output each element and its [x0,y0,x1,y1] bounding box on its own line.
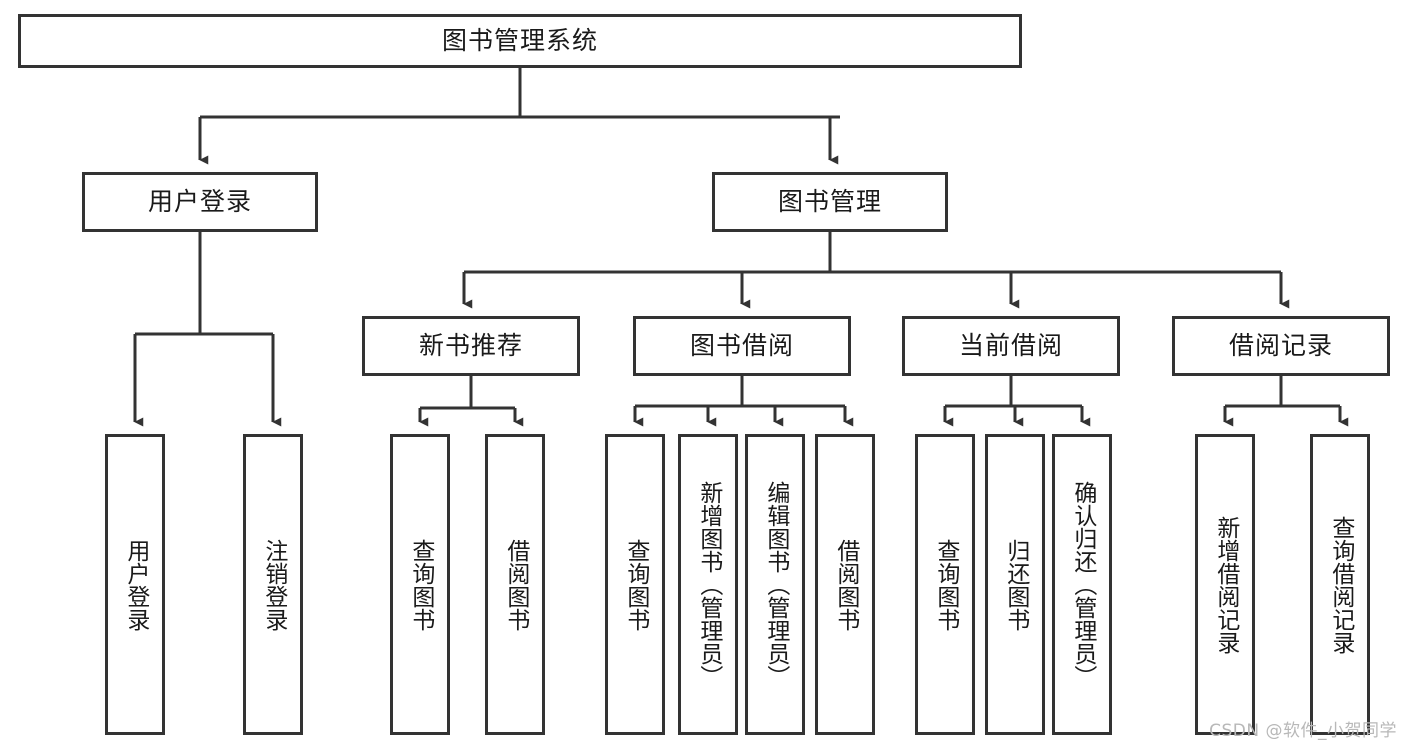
leaf-label: 查询借阅记录 [1327,515,1354,654]
edges [133,68,1349,427]
leaf-label: 查询图书 [407,538,434,631]
node-leaf-borrow-book-rec[interactable]: 借阅图书 [485,434,545,735]
leaf-label: 编辑图书（管理员） [762,481,789,688]
node-leaf-add-record[interactable]: 新增借阅记录 [1195,434,1255,735]
leaf-label: 注销登录 [260,538,287,631]
node-leaf-query-book-cur[interactable]: 查询图书 [915,434,975,735]
leaf-label: 用户登录 [122,538,149,631]
node-book-borrow[interactable]: 图书借阅 [633,316,851,376]
node-leaf-edit-book[interactable]: 编辑图书（管理员） [745,434,805,735]
node-new-book-recommend[interactable]: 新书推荐 [362,316,580,376]
node-leaf-logout[interactable]: 注销登录 [243,434,303,735]
node-leaf-query-book-rec[interactable]: 查询图书 [390,434,450,735]
node-leaf-add-book[interactable]: 新增图书（管理员） [678,434,738,735]
node-leaf-return-book[interactable]: 归还图书 [985,434,1045,735]
leaf-label: 归还图书 [1002,538,1029,631]
leaf-label: 新增图书（管理员） [695,481,722,688]
node-leaf-query-book-borrow[interactable]: 查询图书 [605,434,665,735]
node-root[interactable]: 图书管理系统 [18,14,1022,68]
csdn-watermark: CSDN @软件_小贺同学 [1209,721,1397,741]
node-leaf-user-login[interactable]: 用户登录 [105,434,165,735]
node-leaf-confirm-return[interactable]: 确认归还（管理员） [1052,434,1112,735]
leaf-label: 借阅图书 [832,538,859,631]
leaf-label: 借阅图书 [502,538,529,631]
node-leaf-borrow-book[interactable]: 借阅图书 [815,434,875,735]
node-borrow-record[interactable]: 借阅记录 [1172,316,1390,376]
node-book-manage[interactable]: 图书管理 [712,172,948,232]
node-current-borrow[interactable]: 当前借阅 [902,316,1120,376]
leaf-label: 查询图书 [622,538,649,631]
leaf-label: 确认归还（管理员） [1069,481,1096,688]
leaf-label: 查询图书 [932,538,959,631]
leaf-label: 新增借阅记录 [1212,515,1239,654]
node-user-login[interactable]: 用户登录 [82,172,318,232]
node-leaf-query-record[interactable]: 查询借阅记录 [1310,434,1370,735]
